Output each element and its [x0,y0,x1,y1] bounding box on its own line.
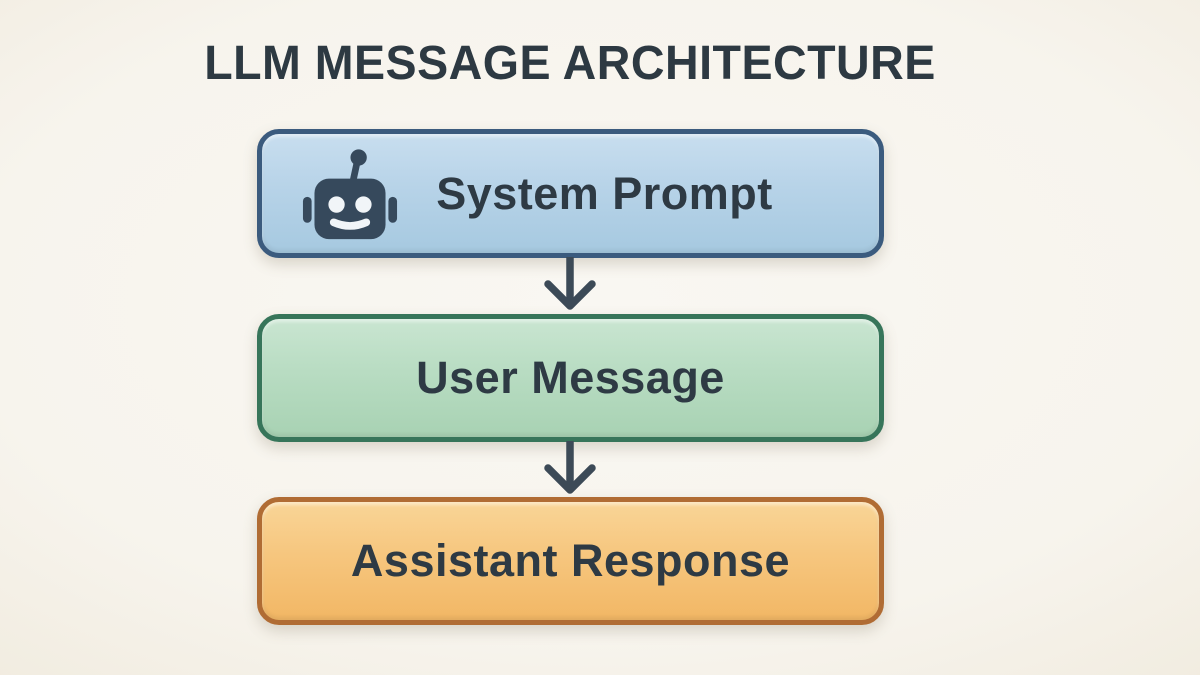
node-label: System Prompt [436,167,773,219]
diagram-title: LLM MESSAGE ARCHITECTURE [204,37,936,90]
node-label: Assistant Response [350,535,791,586]
node-label: User Message [416,352,725,403]
node-user-message: User Message [257,314,884,442]
node-assistant-response: Assistant Response [257,497,884,625]
node-system-prompt: System Prompt [257,129,884,258]
arrow-down-icon [544,257,596,310]
robot-icon [302,146,398,242]
arrow-down-icon [544,441,596,494]
